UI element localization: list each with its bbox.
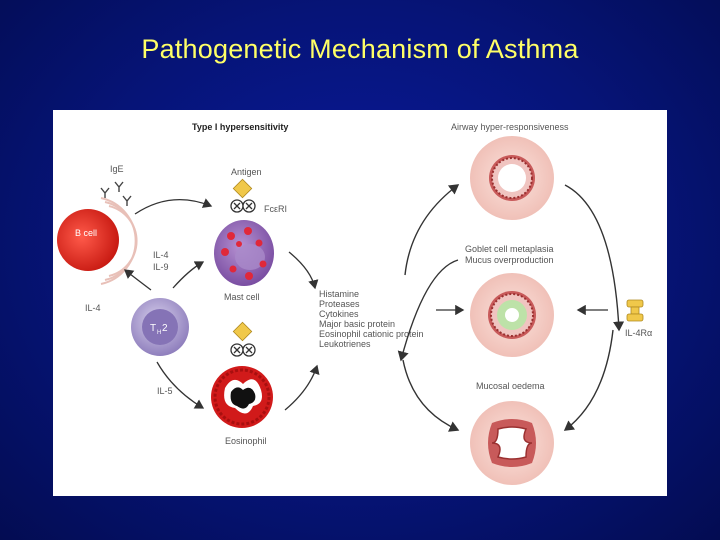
airway-cross-section-hyperresponsive [470,136,554,220]
diagram-panel: Type I hypersensitivity IgE B cell Antig… [53,110,667,496]
b-cell-label: B cell [75,228,97,238]
goblet-label-2: Mucus overproduction [465,255,554,265]
asthma-mechanism-diagram: Type I hypersensitivity IgE B cell Antig… [57,122,652,485]
il5-label: IL-5 [157,386,173,396]
antigen-receptor-bottom [230,321,256,357]
il4ra-label: IL-4Rα [625,328,652,338]
mucosal-oedema-label: Mucosal oedema [476,381,545,391]
mediator-list: Histamine Proteases Cytokines Major basi… [319,289,424,349]
arrow-eosinophil-to-mediators [284,364,320,411]
th2-subscript: H [157,330,161,336]
th2-number: 2 [162,323,168,334]
mediator-item: Proteases [319,299,360,309]
b-cell: B cell [57,197,138,285]
mediator-item: Leukotrienes [319,339,371,349]
arrow-cycle-right-lower [563,329,614,431]
figure-heading: Type I hypersensitivity [192,122,288,132]
ige-antibody-icons [100,181,132,206]
th2-cell: T H 2 [131,298,189,356]
arrow-cycle-left-down [397,259,459,362]
mediator-item: Cytokines [319,309,359,319]
arrow-mast-to-mediators [288,251,319,290]
il4ra-receptor-icon [576,299,644,322]
arrow-cycle-left-up [404,184,460,276]
mast-cell-label: Mast cell [224,292,260,302]
antigen-receptor-top [230,178,256,213]
mediator-item: Major basic protein [319,319,395,329]
goblet-label-1: Goblet cell metaplasia [465,244,554,254]
eosinophil [211,366,273,428]
airway-cross-section-oedema [470,401,554,485]
b-cell-body [57,209,119,271]
mediator-item: Eosinophil cationic protein [319,329,424,339]
il4-il9-label-a: IL-4 [153,250,169,260]
th2-label: T [150,323,156,334]
airway-hyper-label: Airway hyper-responsiveness [451,122,569,132]
fceri-label: FcεRI [264,204,287,214]
ige-label: IgE [110,164,124,174]
arrow-th2-to-eosinophil [156,361,205,409]
arrow-bcell-to-mast [134,198,213,215]
il4-il9-label-b: IL-9 [153,262,169,272]
arrow-th2-to-mast [172,261,205,289]
slide-title: Pathogenetic Mechanism of Asthma [141,34,579,64]
antigen-label: Antigen [231,167,262,177]
arrow-cycle-left-lower [402,359,460,432]
arrow-cycle-right-down [564,184,625,332]
eosinophil-label: Eosinophil [225,436,267,446]
arrow-th2-to-bcell [123,269,152,291]
mediator-item: Histamine [319,289,359,299]
il4-label: IL-4 [85,303,101,313]
mast-cell [214,220,274,286]
airway-cross-section-goblet [470,273,554,357]
